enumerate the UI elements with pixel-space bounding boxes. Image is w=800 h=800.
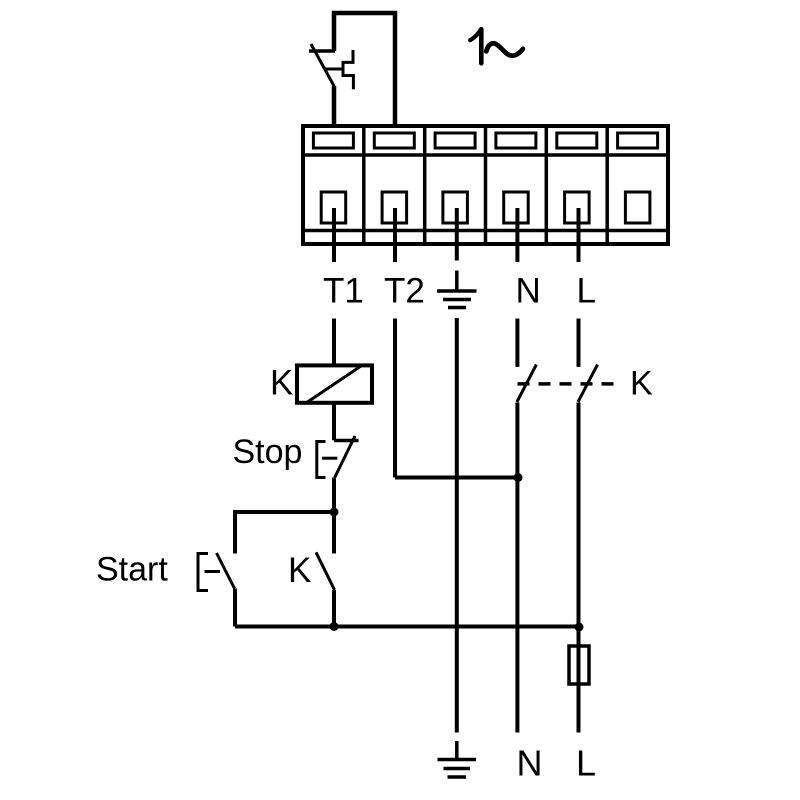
svg-text:L: L [577,272,596,311]
svg-text:L: L [576,743,596,784]
svg-text:Start: Start [96,551,168,589]
svg-text:T1: T1 [323,272,364,311]
svg-text:T2: T2 [384,272,425,311]
svg-text:N: N [516,272,541,311]
svg-text:K: K [288,551,311,590]
svg-text:Stop: Stop [233,433,303,471]
svg-text:K: K [270,364,293,403]
svg-text:N: N [517,743,543,784]
svg-text:K: K [630,365,653,403]
